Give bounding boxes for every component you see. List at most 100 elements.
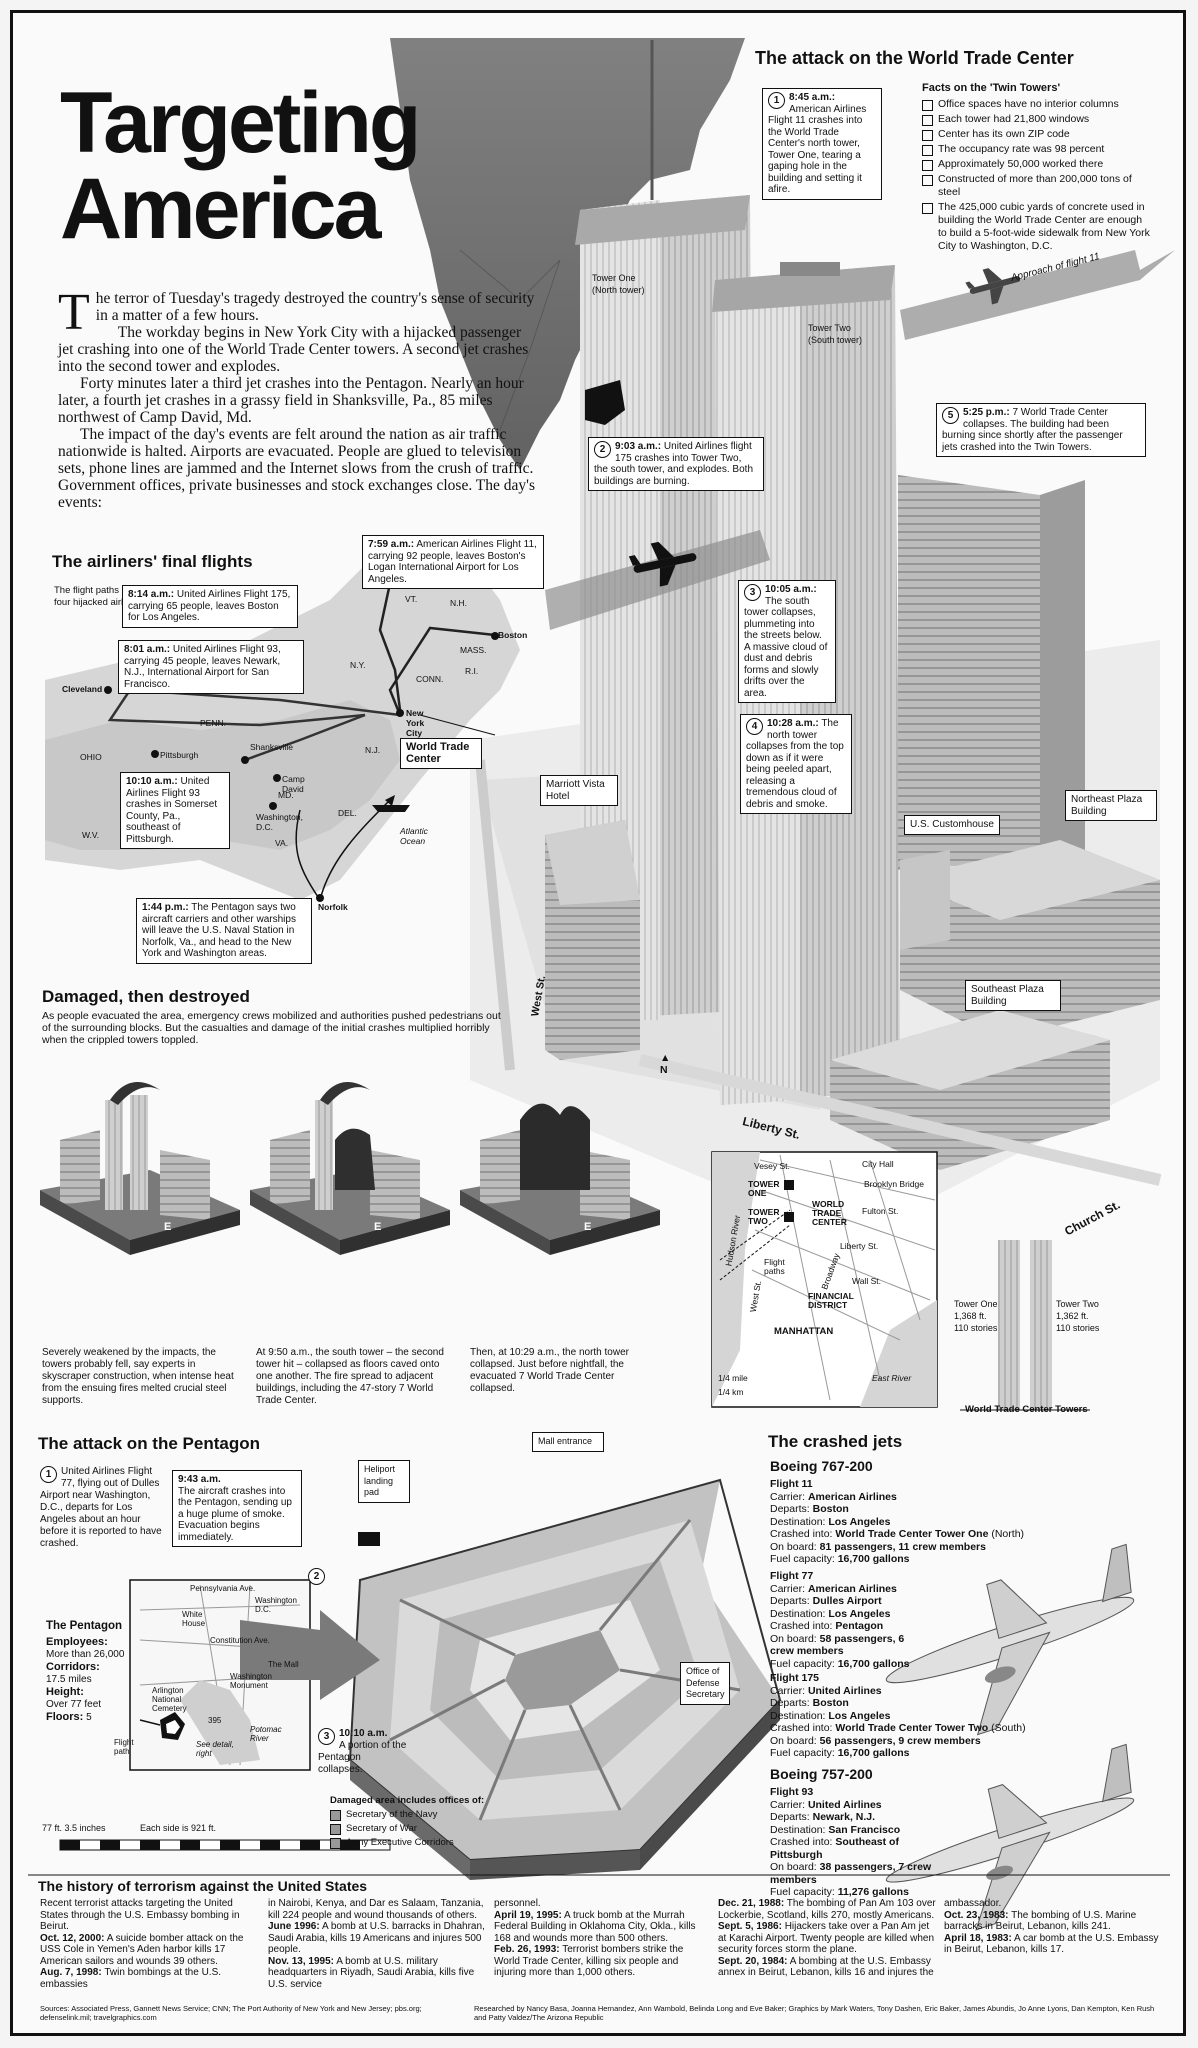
jets-heading: The crashed jets [768, 1432, 903, 1451]
history-col-2: in Nairobi, Kenya, and Dar es Salaam, Ta… [268, 1898, 488, 1990]
history-entry: Oct. 12, 2000: A suicide bomber attack o… [40, 1932, 244, 1967]
pentagon-event-2: 9:43 a.m.The aircraft crashes into the P… [172, 1470, 302, 1547]
fact-item: Office spaces have no interior columns [922, 98, 1152, 111]
pentagon-heading: The attack on the Pentagon [38, 1434, 260, 1453]
damaged-caption-3: Then, at 10:29 a.m., the north tower col… [470, 1347, 629, 1394]
pentagon-scale-bar [59, 1839, 391, 1851]
pentagon-stats-heading: The Pentagon [46, 1620, 123, 1632]
intro-p2: The workday begins in New York City with… [58, 324, 529, 375]
history-entry: Aug. 7, 1998: Twin bombings at the U.S. … [40, 1967, 222, 1990]
scale-label-right: Each side is 921 ft. [140, 1823, 217, 1833]
page-title: Targeting America [60, 75, 421, 257]
title-line-2: America [60, 161, 381, 257]
stat-item: Corridors:17.5 miles [46, 1661, 100, 1685]
jet-flight-77: Flight 77 Carrier: American Airlines Dep… [770, 1570, 910, 1670]
flight-box-144: 1:44 p.m.: The Pentagon says two aircraf… [136, 898, 312, 964]
pentagon-event-2-badge: 2 [308, 1568, 329, 1585]
fact-item: Each tower had 21,800 windows [922, 113, 1152, 126]
tower-two-label: Tower Two (South tower) [808, 323, 863, 345]
intro-p4: The impact of the day's events are felt … [58, 426, 535, 511]
history-entry: April 18, 1983: A car bomb at the U.S. E… [944, 1932, 1159, 1956]
flights-heading: The airliners' final flights [52, 552, 253, 571]
wtc-heading: The attack on the World Trade Center [755, 48, 1074, 68]
history-entry: in Nairobi, Kenya, and Dar es Salaam, Ta… [268, 1898, 484, 1921]
event-number-badge: 4 [746, 718, 763, 735]
event-number-badge: 2 [594, 441, 611, 458]
history-col-3: personnel. April 19, 1995: A truck bomb … [494, 1898, 712, 1979]
history-heading: The history of terrorism against the Uni… [38, 1878, 368, 1894]
history-entry: Sept. 5, 1986: Hijackers take over a Pan… [718, 1921, 935, 1955]
history-entry: personnel. [494, 1898, 541, 1909]
damaged-area-legend: Damaged area includes offices of: Secret… [330, 1795, 485, 1849]
svg-text:E: E [374, 1221, 381, 1233]
flight-box-1010: 10:10 a.m.: United Airlines Flight 93 cr… [120, 772, 230, 849]
tower-height-bars [960, 1240, 1090, 1411]
lower-manhattan-labels: Vesey St. TOWER ONE TOWER TWO WORLD TRAD… [718, 1159, 925, 1397]
damaged-caption-1: Severely weakened by the impacts, the to… [42, 1347, 234, 1406]
jet-model-767: Boeing 767-200 [770, 1458, 873, 1474]
flight-175-plane-icon [628, 541, 697, 587]
damaged-heading: Damaged, then destroyed [42, 987, 250, 1006]
event-number-badge: 3 [318, 1728, 335, 1745]
smoke-plume [390, 38, 745, 470]
jet-flight-11: Flight 11 Carrier: American Airlines Dep… [770, 1478, 1025, 1565]
boeing-767-illustration [885, 1543, 1135, 1736]
wtc-map-label: World Trade Center [400, 738, 482, 769]
intro-dropcap: T [58, 284, 90, 341]
flights-subheading: The flight paths of three of the four hi… [54, 585, 181, 608]
history-col-4: Dec. 21, 1988: The bombing of Pan Am 103… [718, 1898, 938, 1979]
marriott-hotel-illustration [545, 820, 640, 1060]
history-entry: April 19, 1995: A truck bomb at the Murr… [494, 1909, 696, 1944]
facts-heading: Facts on the 'Twin Towers' [922, 82, 1061, 94]
history-entry: Feb. 26, 1993: Terrorist bombers strike … [494, 1944, 684, 1978]
towers-caption: World Trade Center Towers [965, 1404, 1088, 1415]
event-number-badge: 1 [40, 1466, 57, 1483]
sources-line: Sources: Associated Press, Gannett News … [40, 2004, 422, 2022]
marriott-label: Marriott Vista Hotel [540, 775, 618, 806]
flight-box-759: 7:59 a.m.: American Airlines Flight 11, … [362, 535, 544, 589]
boeing-757-illustration [885, 1743, 1135, 1931]
title-line-1: Targeting [60, 75, 421, 171]
svg-text:E: E [584, 1221, 591, 1233]
jet-model-757: Boeing 757-200 [770, 1766, 873, 1782]
intro-text: T he terror of Tuesday's tragedy destroy… [58, 284, 538, 512]
history-col-1: Recent terrorist attacks targeting the U… [40, 1898, 262, 1990]
tower-one-label: Tower One (North tower) [592, 273, 645, 295]
jet-flight-175: Flight 175 Carrier: United Airlines Depa… [770, 1672, 1026, 1759]
twin-towers-facts: Facts on the 'Twin Towers' Office spaces… [922, 82, 1152, 255]
fact-item: The 425,000 cubic yards of concrete used… [922, 201, 1152, 253]
intro-p3: Forty minutes later a third jet crashes … [58, 375, 524, 426]
jet-flight-93: Flight 93 Carrier: United Airlines Depar… [770, 1786, 932, 1898]
helipad-label: Heliport landing pad [358, 1460, 410, 1503]
tower-one-stats: Tower One 1,368 ft. 110 stories [954, 1299, 998, 1333]
southeast-plaza-label: Southeast Plaza Building [965, 980, 1061, 1011]
event-number-badge: 3 [744, 584, 761, 601]
history-entry: Sept. 20, 1984: A bombing at the U.S. Em… [718, 1955, 934, 1979]
scale-label-left: 77 ft. 3.5 inches [42, 1823, 106, 1833]
stat-item: Employees:More than 26,000 [46, 1636, 125, 1660]
flight-box-814: 8:14 a.m.: United Airlines Flight 175, c… [122, 585, 298, 628]
event-number-badge: 1 [768, 92, 785, 109]
northeast-plaza-label: Northeast Plaza Building [1065, 790, 1157, 821]
pentagon-map-labels: Pennsylvania Ave. White House Washington… [114, 1584, 299, 1758]
event-number-badge: 5 [942, 407, 959, 424]
customhouse-label: U.S. Customhouse [904, 815, 1000, 835]
defense-office-label: Office of Defense Secretary [680, 1662, 730, 1705]
credits-line: Researched by Nancy Basa, Joanna Hernand… [474, 2004, 1155, 2022]
svg-text:E: E [164, 1221, 171, 1233]
history-entry: Oct. 23, 1983: The bombing of U.S. Marin… [944, 1909, 1137, 1933]
north-arrow: ▲N [660, 1052, 671, 1076]
damaged-caption-2: At 9:50 a.m., the south tower – the seco… [256, 1347, 444, 1406]
tower-two-stats: Tower Two 1,362 ft. 110 stories [1056, 1299, 1100, 1333]
approach-plane-icon [965, 268, 1021, 305]
tower-one-illustration [575, 40, 755, 1020]
damaged-intro: As people evacuated the area, emergency … [42, 1010, 501, 1046]
history-entry: Recent terrorist attacks targeting the U… [40, 1898, 240, 1932]
fact-item: Constructed of more than 200,000 tons of… [922, 173, 1152, 199]
pentagon-building-illustration [240, 1478, 782, 1880]
fact-item: Center has its own ZIP code [922, 128, 1152, 141]
